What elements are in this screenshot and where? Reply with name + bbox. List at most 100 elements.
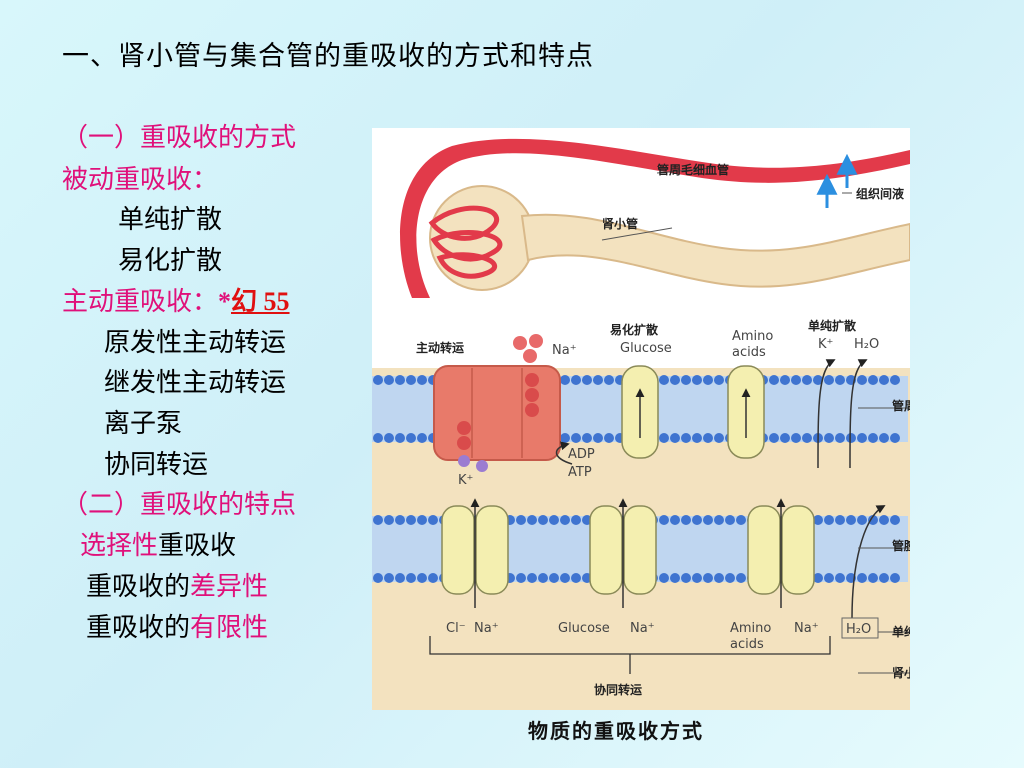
feature-difference: 重吸收的差异性 (86, 572, 268, 602)
phospholipid-head (395, 573, 405, 583)
slide-link[interactable]: 幻 55 (231, 287, 290, 316)
phospholipid-head (846, 433, 856, 443)
phospholipid-head (736, 515, 746, 525)
active-item-cotransport: 协同转运 (104, 450, 209, 480)
phospholipid-head (373, 375, 383, 385)
phospholipid-head (857, 515, 867, 525)
phospholipid-head (868, 515, 878, 525)
section-2-heading: （二）重吸收的特点 (62, 490, 297, 520)
phospholipid-head (384, 515, 394, 525)
phospholipid-head (395, 433, 405, 443)
phospholipid-head (703, 573, 713, 583)
sodium-potassium-pump (433, 365, 561, 461)
label-luminal-membrane: 管腔膜 (892, 538, 910, 553)
phospholipid-head (417, 433, 427, 443)
phospholipid-head (406, 433, 416, 443)
phospholipid-head (857, 573, 867, 583)
phospholipid-head (692, 375, 702, 385)
phospholipid-head (373, 433, 383, 443)
phospholipid-head (725, 573, 735, 583)
phospholipid-head (703, 433, 713, 443)
phospholipid-head (593, 375, 603, 385)
phospholipid-head (395, 515, 405, 525)
phospholipid-head (659, 515, 669, 525)
phospholipid-head (604, 433, 614, 443)
feature-difference-highlight: 差异性 (190, 572, 269, 602)
phospholipid-head (890, 433, 900, 443)
glucose-channel (621, 365, 659, 459)
phospholipid-head (681, 573, 691, 583)
feature-limit-highlight: 有限性 (190, 613, 269, 643)
phospholipid-head (417, 375, 427, 385)
phospholipid-head (835, 573, 845, 583)
phospholipid-head (670, 515, 680, 525)
phospholipid-head (857, 433, 867, 443)
phospholipid-head (560, 433, 570, 443)
label-h2o-bottom: H₂O (846, 622, 871, 637)
phospholipid-head (824, 573, 834, 583)
passive-item-facilitated-diffusion: 易化扩散 (118, 246, 223, 276)
phospholipid-head (549, 515, 559, 525)
slide-title: 一、肾小管与集合管的重吸收的方式和特点 (62, 41, 594, 72)
phospholipid-head (824, 433, 834, 443)
section-1-heading: （一）重吸收的方式 (62, 123, 297, 153)
amino-acid-channel (727, 365, 765, 459)
k-diffusion-arrow (817, 359, 836, 469)
label-tubule-top: 肾小管 (602, 216, 638, 231)
phospholipid-head (802, 375, 812, 385)
label-cl-bottom: Cl⁻ (446, 621, 466, 636)
feature-limit: 重吸收的有限性 (86, 613, 268, 643)
phospholipid-head (846, 515, 856, 525)
feature-selectivity-highlight: 选择性 (80, 531, 159, 561)
feature-selectivity: 选择性重吸收 (80, 531, 236, 561)
phospholipid-head (813, 515, 823, 525)
phospholipid-head (659, 375, 669, 385)
label-peritubular-membrane: 管周膜 (892, 398, 910, 413)
phospholipid-head (692, 433, 702, 443)
phospholipid-head (527, 573, 537, 583)
label-adp: ADP (568, 447, 595, 462)
label-amino-top-1: Amino (732, 329, 773, 344)
active-item-primary: 原发性主动转运 (104, 328, 287, 358)
phospholipid-head (582, 375, 592, 385)
phospholipid-head (780, 375, 790, 385)
label-amino-bottom-2: acids (730, 637, 764, 652)
phospholipid-head (736, 573, 746, 583)
phospholipid-head (813, 573, 823, 583)
label-capillary: 管周毛细血管 (657, 162, 729, 177)
phospholipid-head (879, 433, 889, 443)
phospholipid-head (659, 573, 669, 583)
active-star: * (218, 287, 232, 316)
phospholipid-head (714, 515, 724, 525)
phospholipid-head (714, 433, 724, 443)
phospholipid-head (593, 433, 603, 443)
phospholipid-head (868, 573, 878, 583)
phospholipid-head (868, 375, 878, 385)
diagram-caption: 物质的重吸收方式 (528, 719, 704, 743)
phospholipid-head (582, 433, 592, 443)
phospholipid-head (670, 573, 680, 583)
phospholipid-head (681, 433, 691, 443)
label-atp: ATP (568, 465, 592, 480)
glucose-na-cotransporter (589, 498, 657, 608)
label-amino-top-2: acids (732, 345, 766, 360)
phospholipid-head (538, 515, 548, 525)
phospholipid-head (714, 375, 724, 385)
label-glucose-top: Glucose (620, 341, 672, 356)
label-h2o-top: H₂O (854, 337, 879, 352)
label-cotransport: 协同转运 (594, 682, 642, 697)
phospholipid-head (406, 573, 416, 583)
phospholipid-head (384, 433, 394, 443)
label-simple-bottom: 单纯扩散 (892, 624, 910, 639)
passive-item-simple-diffusion: 单纯扩散 (118, 205, 223, 235)
phospholipid-head (406, 375, 416, 385)
glomerulus (428, 205, 503, 279)
label-na-top: Na⁺ (552, 343, 577, 358)
phospholipid-head (879, 515, 889, 525)
phospholipid-head (824, 515, 834, 525)
phospholipid-head (681, 515, 691, 525)
phospholipid-head (670, 375, 680, 385)
h2o-diffusion-arrow (849, 359, 868, 469)
phospholipid-head (879, 375, 889, 385)
passive-heading: 被动重吸收： (62, 165, 219, 195)
